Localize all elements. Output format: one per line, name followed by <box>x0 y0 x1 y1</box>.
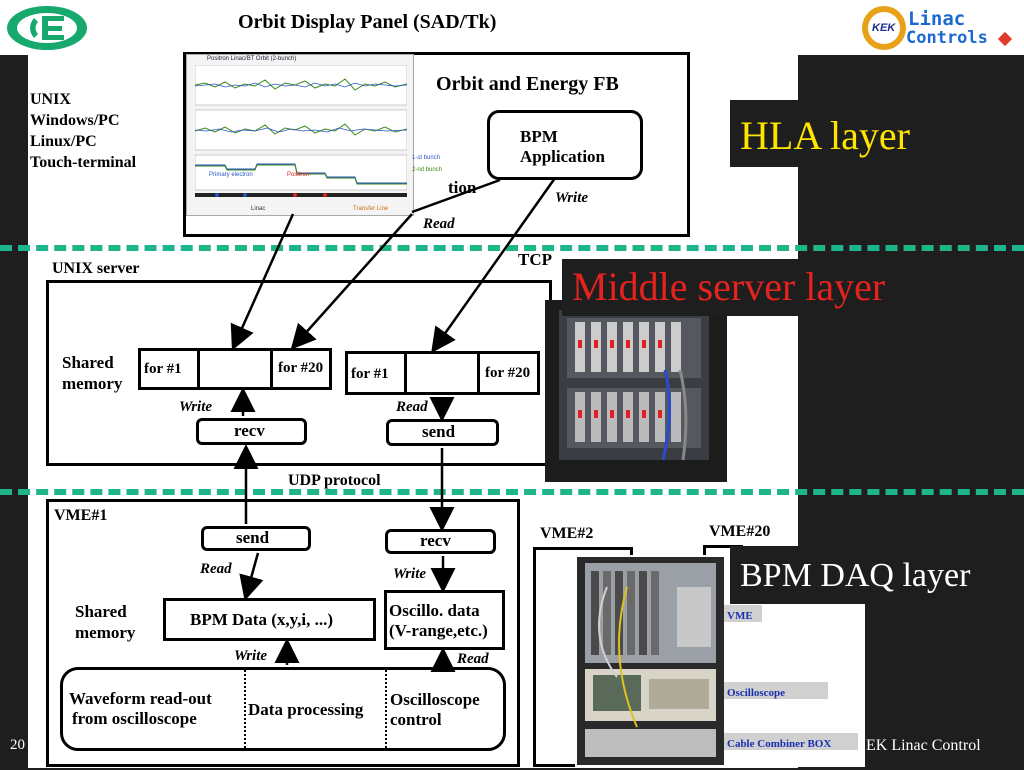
photo-label-combiner: Cable Combiner BOX <box>727 738 832 750</box>
logo-controls: Controls <box>906 28 988 48</box>
daq-send-label: send <box>236 528 270 547</box>
footer-left: 20 <box>10 737 25 753</box>
legend-1st: 1-st bunch <box>412 155 441 161</box>
unix-server-label: UNIX server <box>52 260 140 277</box>
daq-send-box <box>201 526 311 551</box>
mid-send-label: send <box>422 422 456 441</box>
hla-layer-box <box>730 100 1020 167</box>
vme2-label: VME#2 <box>540 525 594 542</box>
udp-label: UDP protocol <box>288 472 381 489</box>
header-bar <box>0 0 1024 55</box>
fb-title: Orbit and Energy FB <box>436 73 619 95</box>
daq-write-label-2: Write <box>234 648 268 664</box>
primary-label: Primary electron <box>209 172 253 178</box>
mid-shared-2: memory <box>62 374 123 393</box>
middle-layer-label: Middle server layer <box>572 264 886 309</box>
positron-label: Positron <box>287 172 310 178</box>
vme-rack-icon <box>577 557 724 765</box>
linac-controls-logo: KEK Linac Controls <box>862 6 1013 52</box>
vme20-label: VME#20 <box>709 523 771 540</box>
daq-read-label: Read <box>200 561 232 577</box>
linac-label: Linac <box>251 206 266 212</box>
client-windows: Windows/PC <box>30 112 120 129</box>
bpm-data-label: BPM Data (x,y,i, ...) <box>190 610 334 629</box>
mid-read-label: Read <box>396 399 428 415</box>
layer-divider-bottom <box>0 489 1024 495</box>
hla-layer-label: HLA layer <box>740 113 910 158</box>
partial-label: tion <box>448 178 477 197</box>
daq-shared-2: memory <box>75 623 136 642</box>
hla-read-label: Read <box>423 216 455 232</box>
bpm-app-line2: Application <box>520 147 606 166</box>
footer-right: EK Linac Control <box>866 737 981 754</box>
bpm-application-box <box>487 110 643 180</box>
middle-layer-box <box>562 259 980 316</box>
osc-control-1: Oscilloscope <box>390 690 480 709</box>
bpm-data-box <box>163 598 376 641</box>
mem-a-for1: for #1 <box>144 361 182 377</box>
client-unix: UNIX <box>30 91 71 108</box>
mem-b-for1: for #1 <box>351 366 389 382</box>
logo-linac: Linac <box>908 8 966 30</box>
mid-recv-label: recv <box>234 421 265 440</box>
vme1-label: VME#1 <box>54 507 108 524</box>
legend-2nd: 2-nd bunch <box>412 167 443 173</box>
processing-label: Data processing <box>248 700 364 719</box>
mem-a-for20: for #20 <box>278 360 324 376</box>
hla-write-label: Write <box>555 190 589 206</box>
kek-logo-icon <box>7 6 87 50</box>
mid-recv-box <box>196 418 307 445</box>
client-touch: Touch-terminal <box>30 154 137 171</box>
oscillo-data-1: Oscillo. data <box>389 601 480 620</box>
client-linux: Linux/PC <box>30 133 97 150</box>
tcp-label: TCP <box>518 250 552 269</box>
mid-shared-1: Shared <box>62 353 114 372</box>
waveform-1: Waveform read-out <box>69 689 212 708</box>
logo-arrow-icon <box>997 31 1013 47</box>
photo-label-vme: VME <box>727 610 753 622</box>
mid-write-label: Write <box>179 399 213 415</box>
page-title: Orbit Display Panel (SAD/Tk) <box>238 11 497 33</box>
oscillo-data-2: (V-range,etc.) <box>389 621 488 640</box>
daq-layer-label: BPM DAQ layer <box>740 557 971 594</box>
photo-label-osc: Oscilloscope <box>727 687 786 699</box>
oscillo-data-box <box>384 590 505 650</box>
server-rack-photo <box>545 300 727 482</box>
mem-b-for20: for #20 <box>485 365 531 381</box>
daq-shared-1: Shared <box>75 602 127 621</box>
orbit-plot-icon <box>195 65 407 197</box>
server-rack-icon <box>545 300 727 482</box>
daq-layer-box <box>730 546 1020 604</box>
osc-control-2: control <box>390 710 442 729</box>
logo-kek: KEK <box>872 22 896 34</box>
orbit-screenshot-title: Positron Linac/BT Orbit (2-bunch) <box>207 56 297 62</box>
layer-divider-top <box>0 245 1024 251</box>
orbit-screenshot: Positron Linac/BT Orbit (2-bunch) Primar… <box>186 54 414 216</box>
vme-rack-photo <box>577 557 724 765</box>
daq-recv-label: recv <box>420 531 451 550</box>
bpm-app-line1: BPM <box>520 127 558 146</box>
daq-write-label: Write <box>393 566 427 582</box>
process-box <box>60 667 506 751</box>
waveform-2: from oscilloscope <box>72 709 197 728</box>
transfer-label: Transfer Line <box>353 206 389 212</box>
daq-read-label-2: Read <box>457 651 489 667</box>
